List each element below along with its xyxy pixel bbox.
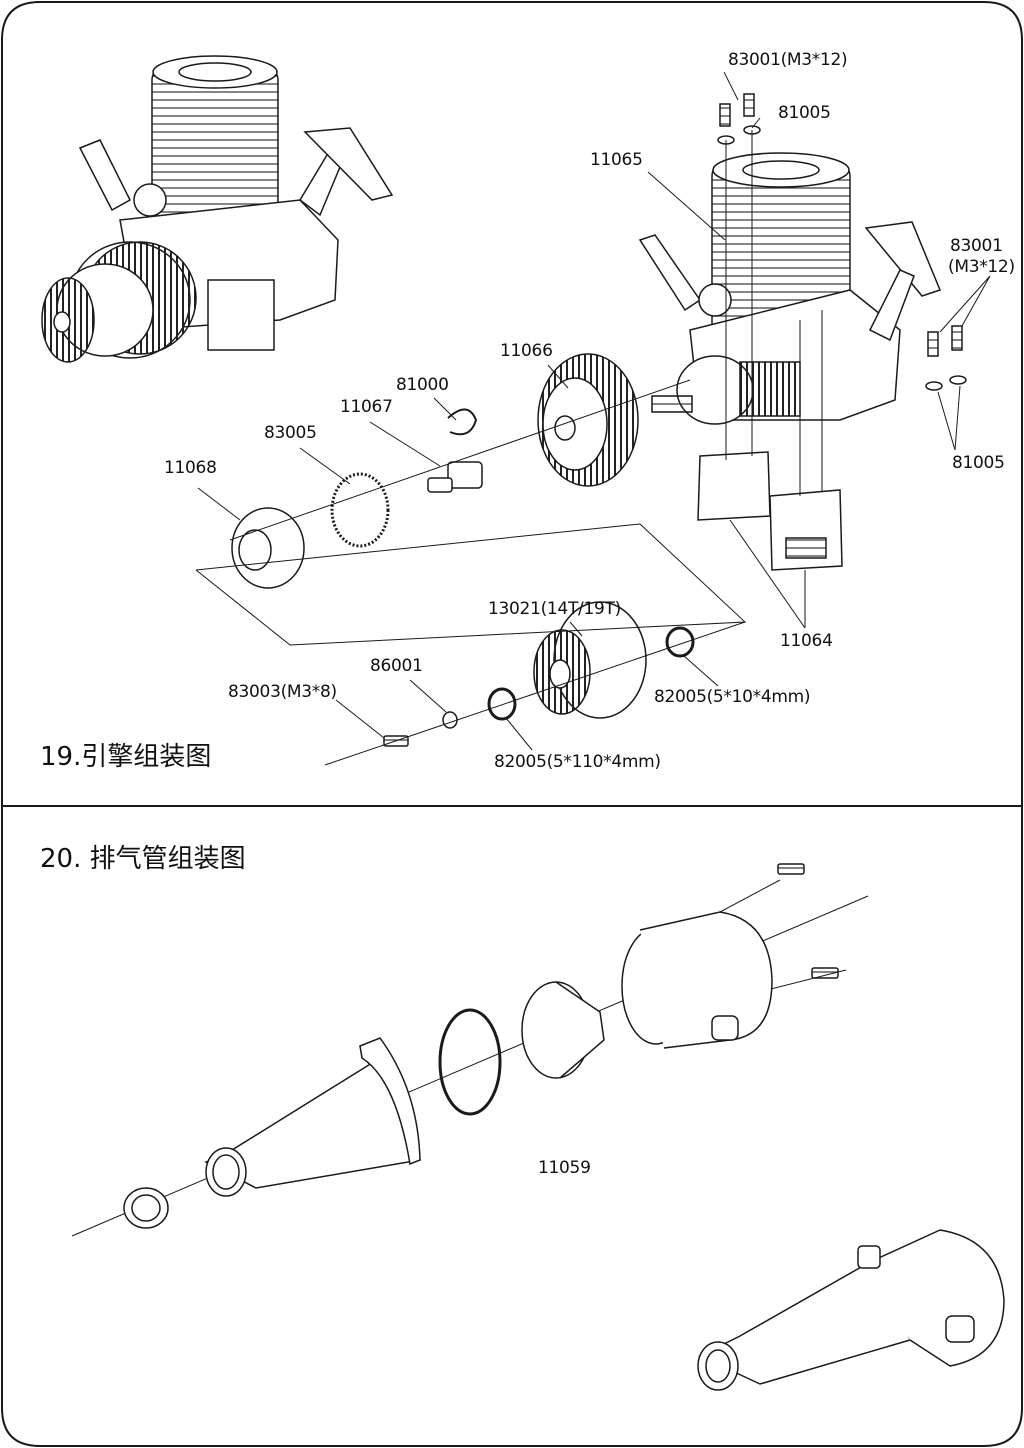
exhaust-assembled-illustration — [697, 1229, 1005, 1391]
exhaust-exploded-illustration — [71, 863, 869, 1237]
part-label-11067: 11067 — [340, 397, 393, 417]
part-label-81005-top: 81005 — [778, 103, 831, 123]
part-label-11065: 11065 — [590, 150, 643, 170]
part-label-11068: 11068 — [164, 458, 217, 478]
part-label-82005-b: 82005(5*110*4mm) — [494, 752, 661, 772]
section19-leader-lines — [195, 71, 991, 766]
section19-title: 19.引擎组装图 — [40, 742, 212, 772]
exploded-clutch-parts — [231, 353, 695, 747]
part-label-13021: 13021(14T/19T) — [488, 599, 621, 619]
part-label-11064: 11064 — [780, 631, 833, 651]
part-label-81005-right: 81005 — [952, 453, 1005, 473]
assembled-engine-illustration — [41, 55, 394, 363]
part-label-83005: 83005 — [264, 423, 317, 443]
part-label-83001-top: 83001(M3*12) — [728, 50, 848, 70]
part-label-81000: 81000 — [396, 375, 449, 395]
part-label-86001: 86001 — [370, 656, 423, 676]
part-label-82005-a: 82005(5*10*4mm) — [654, 687, 811, 707]
part-label-83001-right-size: (M3*12) — [948, 257, 1015, 277]
part-label-11066: 11066 — [500, 341, 553, 361]
exploded-engine-illustration — [638, 93, 967, 571]
section20-title: 20. 排气管组装图 — [40, 844, 246, 874]
part-label-11059: 11059 — [538, 1158, 591, 1178]
part-label-83003: 83003(M3*8) — [228, 682, 337, 702]
part-label-83001-right: 83001 — [950, 236, 1003, 256]
